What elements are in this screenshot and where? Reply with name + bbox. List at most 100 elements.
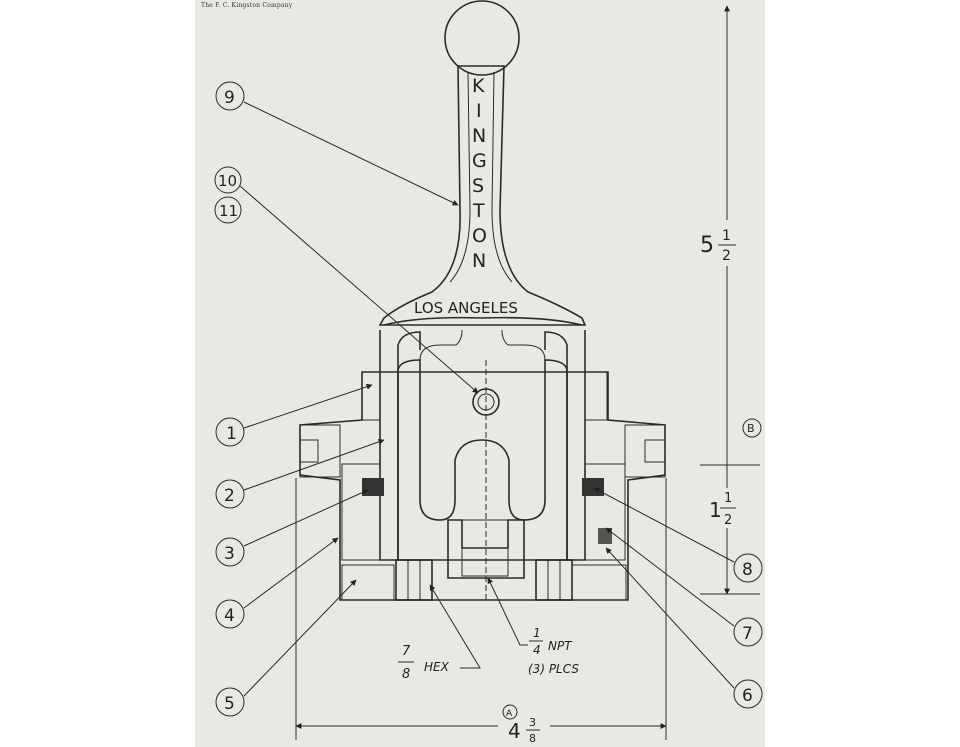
body-section-right xyxy=(584,463,626,561)
callout-number: 4 xyxy=(224,606,235,626)
brand-letter: O xyxy=(472,225,487,247)
callout-leader xyxy=(243,489,369,547)
height-tag: B xyxy=(747,422,755,435)
callout-4: 4 xyxy=(215,537,339,629)
bottom-cap-right xyxy=(571,564,627,601)
height-whole: 5 xyxy=(700,233,714,258)
callout-number: 7 xyxy=(742,624,753,644)
callout-leader xyxy=(593,487,735,563)
callout-2: 2 xyxy=(215,438,385,509)
callout-circle xyxy=(733,553,763,583)
handle-brand-letters: K I N G S T O N xyxy=(472,75,487,272)
npt-bore xyxy=(461,519,509,577)
callout-3: 3 xyxy=(215,489,369,567)
callout-circle xyxy=(733,617,763,647)
body-section-left xyxy=(341,463,381,561)
brand-letter: S xyxy=(472,175,484,197)
callout-6: 6 xyxy=(605,547,763,709)
callout-circle xyxy=(214,196,242,224)
npt-num: 1 xyxy=(533,626,541,640)
npt-qty: (3) PLCS xyxy=(528,662,579,676)
width-tag: A xyxy=(506,709,513,719)
brand-letter: N xyxy=(472,125,486,147)
shaft-edge-2 xyxy=(491,71,513,283)
callout-number: 10 xyxy=(218,172,237,190)
callout-circle xyxy=(215,417,245,447)
callout-1: 1 xyxy=(215,383,373,447)
brand-letter: N xyxy=(472,250,486,272)
yoke-left xyxy=(379,330,421,561)
callout-number: 3 xyxy=(224,544,235,564)
hex-num: 7 xyxy=(402,644,411,659)
company-header: The F. C. Kingston Company xyxy=(201,2,293,9)
upper-body-right xyxy=(584,371,608,421)
port-den: 2 xyxy=(724,513,732,528)
callout-number: 5 xyxy=(224,694,235,714)
hex-nut-right xyxy=(535,559,573,601)
width-whole: 4 xyxy=(508,719,521,743)
callout-7: 7 xyxy=(605,527,763,647)
callout-leader xyxy=(243,101,459,206)
callout-leader xyxy=(605,527,735,627)
npt-den: 4 xyxy=(533,643,541,657)
o-ring-right xyxy=(582,478,604,496)
plunger-body xyxy=(397,359,568,561)
callout-8: 8 xyxy=(593,487,763,583)
width-den: 8 xyxy=(529,732,536,745)
callout-leader xyxy=(605,547,735,689)
height-den: 2 xyxy=(722,248,731,264)
shaft-edge xyxy=(449,71,471,283)
callout-number: 9 xyxy=(224,88,235,108)
height-label-bg xyxy=(705,220,749,266)
npt-leader xyxy=(487,577,528,646)
plunger-top-left xyxy=(419,329,463,361)
hex-den: 8 xyxy=(402,667,410,682)
callout-circle xyxy=(215,537,245,567)
upper-body-left xyxy=(361,371,381,421)
width-num: 3 xyxy=(529,716,536,729)
width-label-bg xyxy=(498,704,550,744)
npt-label: NPT xyxy=(548,639,573,653)
hex-label: HEX xyxy=(424,660,450,674)
callout-circle xyxy=(214,166,242,194)
brand-letter: K xyxy=(472,75,485,97)
port-whole: 1 xyxy=(709,498,722,522)
callout-leader xyxy=(243,579,357,697)
right-port xyxy=(624,424,666,478)
left-port xyxy=(299,424,341,478)
callout-circle xyxy=(215,479,245,509)
brand-letter: G xyxy=(472,150,487,172)
hex-nut-left xyxy=(395,559,433,601)
callout-number: 2 xyxy=(224,486,235,506)
callout-leader xyxy=(239,185,479,394)
handle-knob xyxy=(444,0,520,76)
handle-city-text: LOS ANGELES xyxy=(414,299,518,317)
callout-circle xyxy=(733,679,763,709)
right-port-bore xyxy=(644,439,665,463)
callout-leader xyxy=(243,383,373,429)
callout-leader xyxy=(243,438,385,491)
brand-letter: T xyxy=(472,200,485,222)
valve-body-outline xyxy=(299,371,666,601)
left-port-bore xyxy=(300,439,319,463)
o-ring-left xyxy=(362,478,384,496)
handle-shaft xyxy=(378,65,587,326)
height-num: 1 xyxy=(722,228,731,244)
hex-leader xyxy=(429,584,481,669)
bottom-cap-left xyxy=(341,564,395,601)
brand-letter: I xyxy=(476,100,482,122)
width-tag-circle xyxy=(502,704,518,720)
plunger-top-right xyxy=(501,329,546,361)
crossbar-edge xyxy=(383,316,583,326)
callout-11: 11 xyxy=(214,196,242,224)
callout-number: 6 xyxy=(742,686,753,706)
callout-5: 5 xyxy=(215,579,357,717)
port-num: 1 xyxy=(724,491,732,506)
callout-9: 9 xyxy=(215,81,459,206)
callout-circle xyxy=(215,599,245,629)
callout-number: 1 xyxy=(226,424,237,444)
yoke-right xyxy=(544,330,586,561)
callout-circle xyxy=(215,81,245,111)
